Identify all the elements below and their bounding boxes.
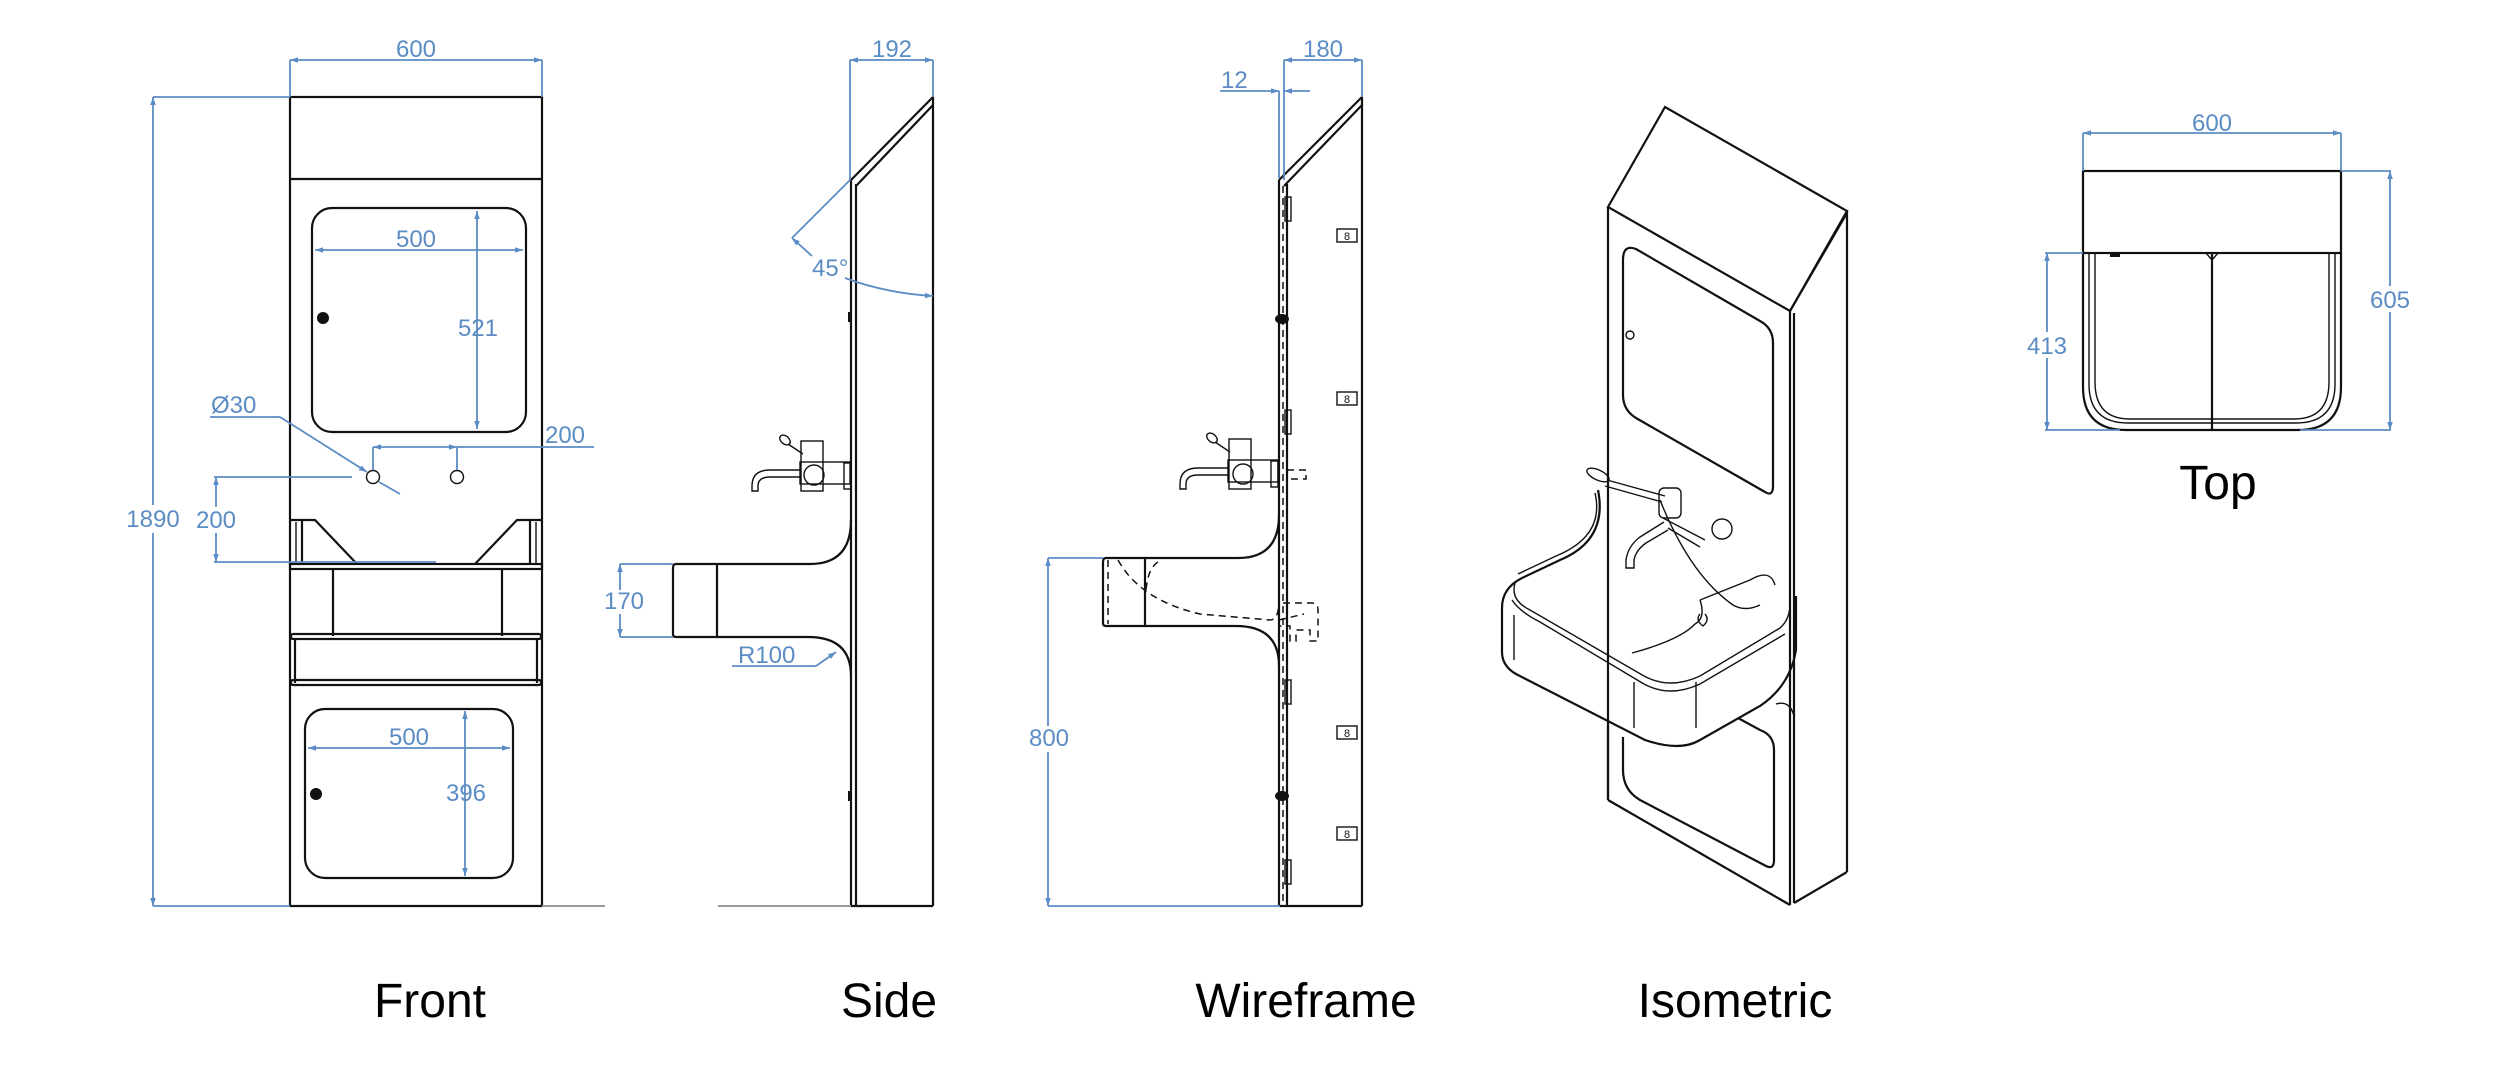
lower-door-width-value: 500: [389, 724, 429, 751]
top-depth-value: 605: [2370, 287, 2410, 314]
svg-text:8: 8: [1344, 231, 1350, 243]
panel-thickness-value: 12: [1221, 67, 1248, 94]
side-view-label: Side: [840, 975, 938, 1028]
front-dim-hole-spacing: 200: [372, 422, 594, 470]
front-dim-hole-height: 200: [194, 476, 436, 563]
front-dim-600: 600: [289, 36, 543, 97]
side-depth-value: 192: [872, 36, 912, 63]
hole-diameter-value: Ø30: [211, 392, 256, 419]
basin-height-value: 170: [604, 588, 644, 615]
iso-cabinet: [1606, 105, 1849, 906]
iso-faucet: [1586, 467, 1733, 569]
chamfer-angle-value: 45°: [812, 255, 848, 282]
front-lower-access-door: [303, 707, 515, 880]
front-dim-upper-door-500: 500: [315, 226, 523, 253]
wireframe-dim-800: 800: [1029, 557, 1280, 907]
iso-lower-access-door: [1621, 717, 1776, 869]
top-basin-outline: [2081, 252, 2343, 432]
side-dim-192: 192: [849, 36, 934, 180]
wireframe-faucet: [1179, 432, 1307, 490]
wireframe-hinges: [1275, 196, 1292, 885]
wireframe-dim-12: 12: [1220, 67, 1310, 178]
wireframe-view-label: Wireframe: [1195, 975, 1417, 1028]
upper-door-width-value: 500: [396, 226, 436, 253]
hole-height-value: 200: [196, 507, 236, 534]
faucet-holes: [365, 469, 465, 485]
wireframe-dim-180: 180: [1283, 36, 1363, 180]
wireframe-wall-brackets: 8 8 8 8: [1336, 228, 1358, 841]
svg-text:8: 8: [1344, 728, 1350, 740]
wireframe-basin: [1101, 514, 1319, 667]
svg-text:8: 8: [1344, 829, 1350, 841]
side-faucet: [751, 434, 852, 492]
lower-door-lock-icon: [310, 788, 322, 800]
front-dim-lower-door-396: 396: [446, 711, 486, 876]
upper-door-lock-icon: [317, 312, 329, 324]
iso-upper-access-door: [1621, 246, 1775, 495]
upper-door-height-value: 521: [458, 315, 498, 342]
front-height-value: 1890: [126, 506, 179, 533]
isometric-view-label: Isometric: [1637, 975, 1833, 1028]
wireframe-depth-value: 180: [1303, 36, 1343, 63]
front-dim-upper-door-521: 521: [458, 211, 498, 429]
lower-door-height-value: 396: [446, 780, 486, 807]
top-projection-value: 413: [2027, 333, 2067, 360]
hole-spacing-value: 200: [545, 422, 585, 449]
top-dim-605: 605: [2300, 170, 2412, 431]
svg-text:8: 8: [1344, 394, 1350, 406]
front-dim-lower-door-500: 500: [308, 724, 510, 751]
front-basin: [288, 518, 544, 687]
isometric-view: [1500, 105, 1849, 906]
iso-basin: [1500, 489, 1798, 748]
side-dim-r100: R100: [732, 642, 837, 669]
side-dim-45deg: 45°: [791, 179, 934, 299]
side-lock-mark: [848, 312, 851, 322]
bend-radius-value: R100: [738, 642, 795, 669]
side-panel-outline: [849, 96, 935, 908]
side-view: 192 45° 170 R100: [604, 36, 935, 908]
front-view: 600 1890 500 521 Ø30 200: [126, 36, 605, 908]
top-view: 600 605 413: [2026, 110, 2412, 432]
top-view-label: Top: [2179, 457, 2257, 510]
iso-door-lock-icon: [1625, 330, 1635, 340]
basin-rim-height-value: 800: [1029, 725, 1069, 752]
side-basin: [671, 519, 853, 677]
top-dim-600: 600: [2082, 110, 2342, 171]
front-width-value: 600: [396, 36, 436, 63]
front-dim-1890: 1890: [126, 96, 290, 907]
front-panel-outline: [288, 95, 544, 908]
front-view-label: Front: [373, 975, 487, 1028]
side-lock-mark: [848, 791, 851, 801]
wireframe-view: 8 8 8 8: [1029, 36, 1364, 908]
top-width-value: 600: [2192, 110, 2232, 137]
top-cabinet-outline: [2081, 169, 2343, 255]
side-dim-170: 170: [604, 563, 673, 638]
front-upper-access-door: [310, 206, 528, 434]
top-dim-413: 413: [2026, 252, 2120, 431]
front-dim-hole-diameter: Ø30: [210, 392, 401, 495]
